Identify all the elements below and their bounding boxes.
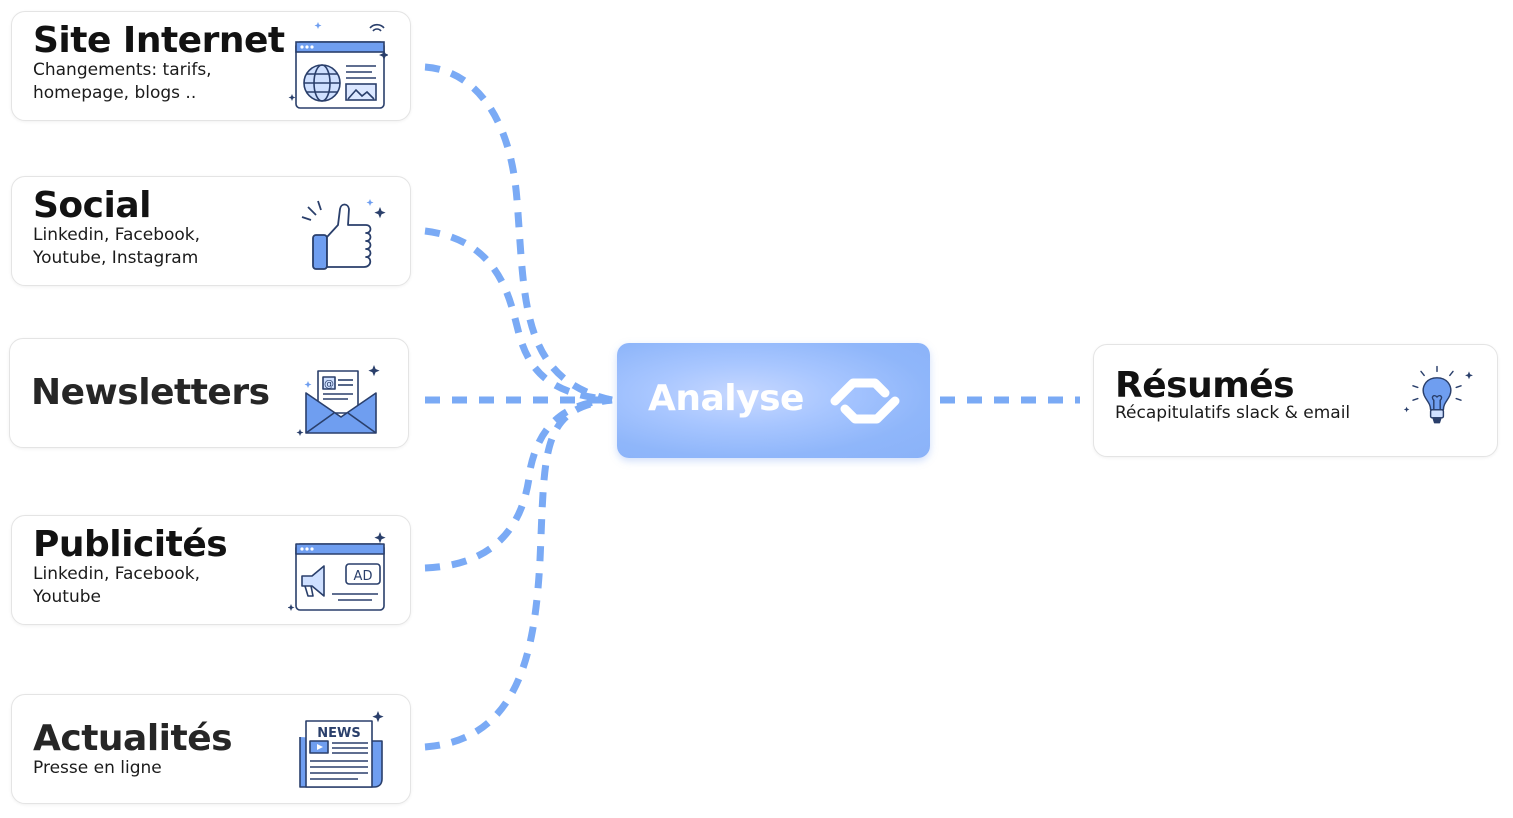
source-subtitle: Changements: tarifs, homepage, blogs .. bbox=[33, 59, 253, 105]
source-title: Social bbox=[33, 185, 151, 226]
subtitle-line: Linkedin, Facebook, bbox=[33, 225, 201, 245]
source-subtitle: Linkedin, Facebook, Youtube bbox=[33, 563, 253, 609]
source-card-newsletters: Newsletters @ bbox=[9, 338, 409, 448]
subtitle-line: Presse en ligne bbox=[33, 758, 162, 778]
output-subtitle: Récapitulatifs slack & email bbox=[1115, 402, 1375, 425]
source-title: Actualités bbox=[33, 718, 233, 759]
source-title: Publicités bbox=[33, 524, 228, 565]
analyse-logo-icon bbox=[830, 378, 900, 424]
connector-publicites bbox=[424, 396, 613, 572]
connector-social bbox=[424, 227, 613, 404]
analyse-hub: Analyse bbox=[617, 343, 930, 458]
subtitle-line: Youtube, Instagram bbox=[33, 248, 199, 268]
source-title: Newsletters bbox=[31, 372, 270, 413]
source-card-site-internet: Site Internet Changements: tarifs, homep… bbox=[11, 11, 411, 121]
subtitle-line: Changements: tarifs, bbox=[33, 60, 212, 80]
envelope-icon: @ bbox=[296, 365, 380, 436]
connector-actualites bbox=[424, 396, 613, 751]
source-card-publicites: Publicités Linkedin, Facebook, Youtube A… bbox=[11, 515, 411, 625]
subtitle-line: Youtube bbox=[33, 587, 101, 607]
output-card-resumes: Résumés Récapitulatifs slack & email bbox=[1093, 344, 1498, 457]
newspaper-icon: NEWS bbox=[299, 711, 384, 788]
website-globe-icon bbox=[288, 22, 388, 109]
connector-site-internet bbox=[424, 63, 613, 404]
subtitle-line: homepage, blogs .. bbox=[33, 83, 197, 103]
source-card-actualites: Actualités Presse en ligne NEWS bbox=[11, 694, 411, 804]
source-title: Site Internet bbox=[33, 20, 285, 61]
lightbulb-icon bbox=[1403, 365, 1473, 424]
output-title: Résumés bbox=[1115, 365, 1295, 406]
thumbs-up-icon bbox=[301, 199, 386, 270]
source-subtitle: Presse en ligne bbox=[33, 757, 253, 780]
subtitle-line: Récapitulatifs slack & email bbox=[1115, 403, 1351, 423]
ad-megaphone-icon: AD bbox=[288, 532, 386, 611]
ad-label: AD bbox=[354, 569, 373, 584]
svg-text:@: @ bbox=[324, 379, 334, 390]
hub-label: Analyse bbox=[648, 378, 804, 419]
source-card-social: Social Linkedin, Facebook, Youtube, Inst… bbox=[11, 176, 411, 286]
news-label: NEWS bbox=[317, 726, 360, 741]
subtitle-line: Linkedin, Facebook, bbox=[33, 564, 201, 584]
source-subtitle: Linkedin, Facebook, Youtube, Instagram bbox=[33, 224, 253, 270]
